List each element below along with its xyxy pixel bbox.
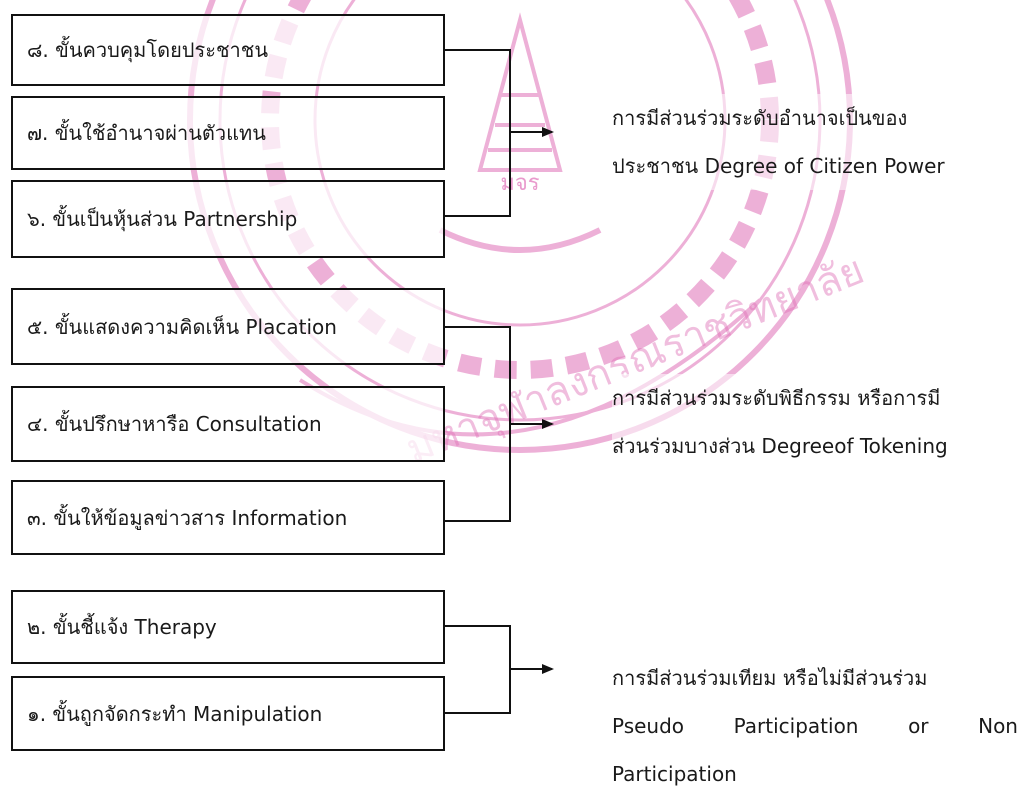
bracket-non-participation: [445, 625, 511, 714]
label-line: การมีส่วนร่วมเทียม หรือไม่มีส่วนร่วม: [612, 666, 928, 690]
rung-label: ๕. ขั้นแสดงความคิดเห็น Placation: [27, 314, 337, 339]
rung-label: ๔. ขั้นปรึกษาหารือ Consultation: [27, 412, 322, 436]
bracket-citizen-power: [445, 49, 511, 217]
label-citizen-power: การมีส่วนร่วมระดับอำนาจเป็นของ ประชาชน D…: [612, 94, 945, 190]
rung-3-informing: ๓. ขั้นให้ข้อมูลข่าวสาร Information: [11, 480, 445, 555]
bracket-connectors: [445, 49, 554, 714]
rung-2-therapy: ๒. ขั้นชี้แจ้ง Therapy: [11, 590, 445, 664]
rung-label: ๖. ขั้นเป็นหุ้นส่วน Partnership: [27, 207, 298, 231]
rung-7-delegated-power: ๗. ขั้นใช้อำนาจผ่านตัวแทน: [11, 96, 445, 170]
label-word: or: [908, 714, 929, 738]
rung-5-placation: ๕. ขั้นแสดงความคิดเห็น Placation: [11, 288, 445, 365]
label-word: Participation: [733, 714, 859, 738]
bracket-tokenism: [445, 326, 511, 522]
rung-label: ๑. ขั้นถูกจัดกระทำ Manipulation: [27, 701, 323, 726]
rung-1-manipulation: ๑. ขั้นถูกจัดกระทำ Manipulation: [11, 676, 445, 751]
label-line: Participation: [612, 762, 737, 786]
rung-label: ๘. ขั้นควบคุมโดยประชาชน: [27, 38, 269, 62]
label-word: Non: [978, 714, 1018, 738]
label-line: การมีส่วนร่วมระดับอำนาจเป็นของ: [612, 106, 908, 130]
rung-4-consultation: ๔. ขั้นปรึกษาหารือ Consultation: [11, 386, 445, 462]
rung-label: ๗. ขั้นใช้อำนาจผ่านตัวแทน: [27, 121, 266, 145]
rung-6-partnership: ๖. ขั้นเป็นหุ้นส่วน Partnership: [11, 180, 445, 258]
rung-label: ๒. ขั้นชี้แจ้ง Therapy: [27, 615, 217, 639]
label-tokenism: การมีส่วนร่วมระดับพิธีกรรม หรือการมี ส่ว…: [612, 374, 948, 470]
label-word: Pseudo: [612, 714, 685, 738]
label-non-participation: การมีส่วนร่วมเทียม หรือไม่มีส่วนร่วม Pse…: [612, 654, 1018, 798]
label-line: ส่วนร่วมบางส่วน Degreeof Tokening: [612, 434, 948, 458]
rung-8-citizen-control: ๘. ขั้นควบคุมโดยประชาชน: [11, 14, 445, 86]
label-line: การมีส่วนร่วมระดับพิธีกรรม หรือการมี: [612, 386, 941, 410]
rung-label: ๓. ขั้นให้ข้อมูลข่าวสาร Information: [27, 505, 348, 530]
label-line-justified: Pseudo Participation or Non: [612, 702, 1018, 750]
label-line: ประชาชน Degree of Citizen Power: [612, 154, 945, 178]
